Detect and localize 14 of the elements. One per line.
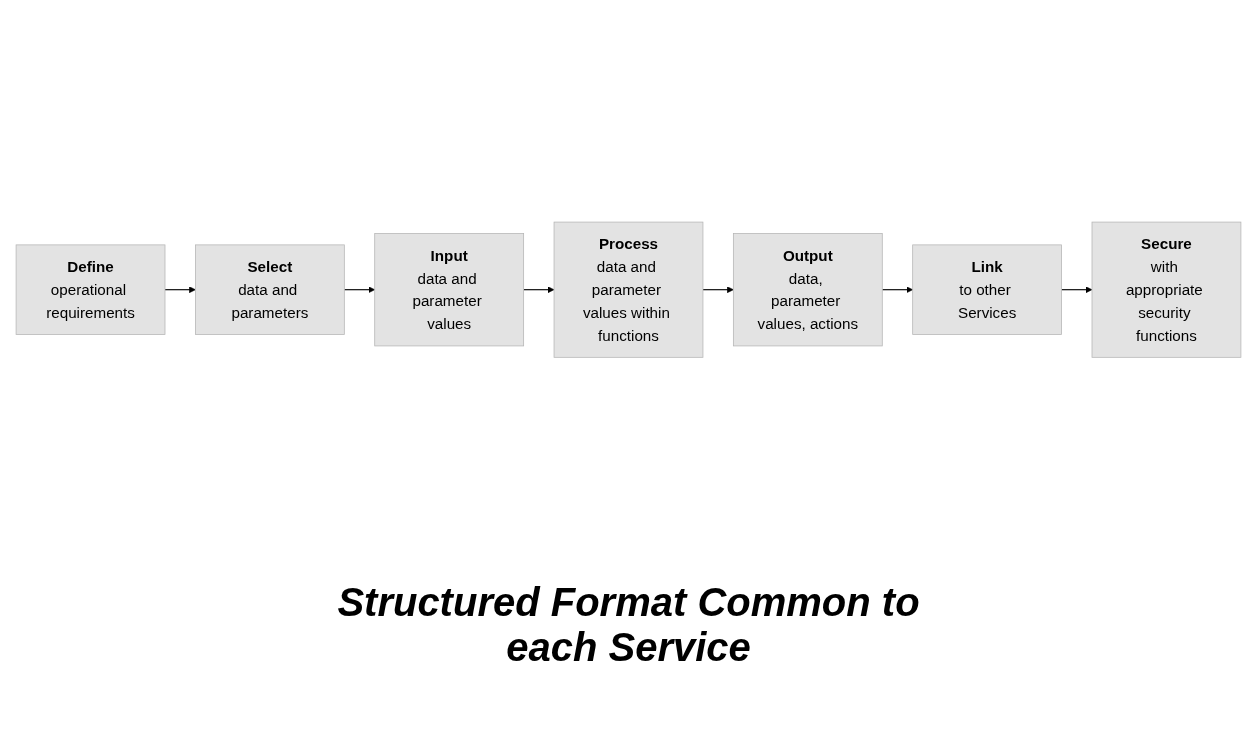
arrow (702, 286, 734, 294)
node-box: Input data and parameter values (374, 233, 524, 347)
node-box: Select data and parameters (195, 244, 345, 336)
node-box: Process data and parameter values within functions (553, 222, 704, 358)
diagram-caption: Structured Format Common to each Service (336, 580, 921, 670)
arrow (1061, 286, 1093, 294)
arrow (881, 286, 913, 294)
node-box: Define operational requirements (15, 244, 166, 336)
node-box: Output data, parameter values, actions (733, 233, 883, 347)
arrow (343, 286, 375, 294)
node-box: Secure with appropriate security functions (1091, 222, 1242, 358)
node-box: Link to other Services (912, 244, 1062, 336)
arrow (164, 286, 196, 294)
arrow (523, 286, 555, 294)
